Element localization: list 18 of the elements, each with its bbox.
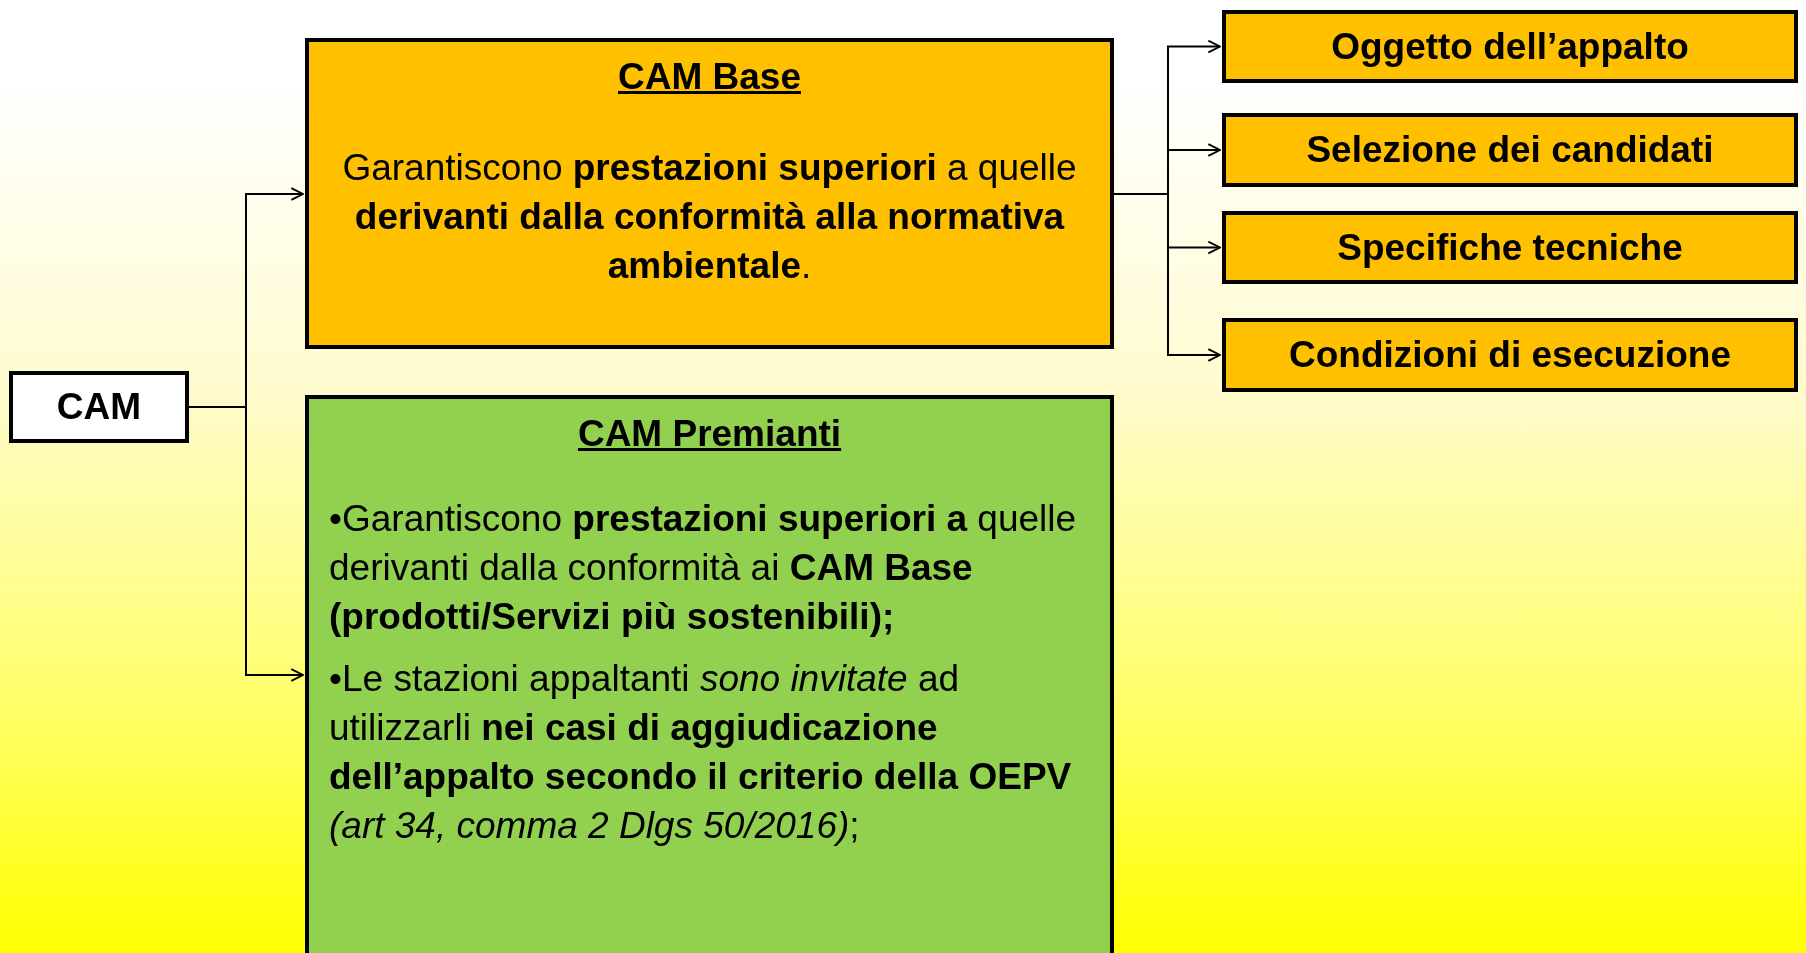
box-label: Specifiche tecniche (1337, 226, 1683, 269)
box-text: •Le stazioni appaltanti sono invitate ad utilizzarli nei casi di aggiudicazione dell’appalto secondo il criterio della OEPV (art 34, comma 2 Dlgs 50/2016); (329, 657, 1073, 848)
content-box (305, 38, 1114, 349)
box-text: •Garantiscono prestazioni superiori a quelle derivanti dalla conformità ai CAM Base (prodotti/Servizi più sostenibili); (329, 497, 1078, 639)
connector-arrow (1113, 193, 1221, 362)
box-heading: CAM Base (618, 56, 801, 98)
label-box (1222, 318, 1798, 392)
label-box (1222, 10, 1798, 83)
box-label: Condizioni di esecuzione (1289, 334, 1731, 376)
box-label: CAM (56, 386, 142, 428)
label-box (1222, 211, 1798, 284)
label-box (1222, 113, 1798, 187)
box-label: Selezione dei candidati (1306, 129, 1714, 171)
label-box (9, 371, 189, 443)
box-label: Oggetto dell’appalto (1331, 25, 1689, 68)
box-heading: CAM Premianti (577, 413, 842, 455)
box-text: Garantiscono prestazioni superiori a quelle derivanti dalla conformità alla normativa ambientale. (341, 146, 1078, 288)
content-box (305, 395, 1114, 953)
